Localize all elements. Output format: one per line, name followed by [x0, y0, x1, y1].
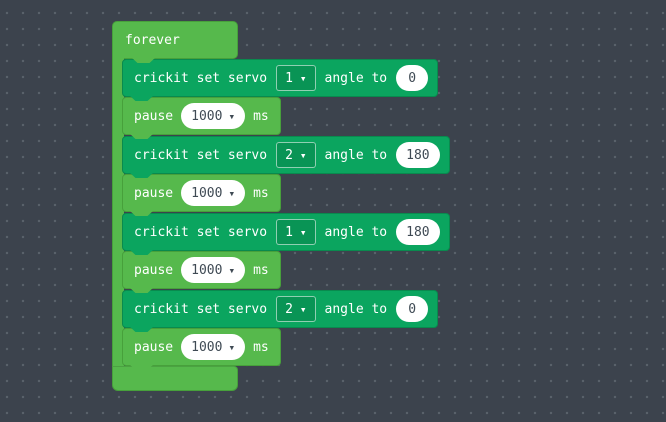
chevron-down-icon: ▾: [299, 148, 307, 162]
pause-duration-dropdown[interactable]: 1000 ▾: [181, 103, 246, 129]
servo-number-dropdown[interactable]: 1 ▾: [276, 65, 316, 91]
dropdown-value: 2: [285, 301, 293, 317]
pause-duration-dropdown[interactable]: 1000 ▾: [181, 334, 246, 360]
dropdown-value: 2: [285, 147, 293, 163]
dropdown-value: 1000: [191, 339, 223, 355]
block-label: angle to: [324, 224, 388, 240]
chevron-down-icon: ▾: [228, 340, 236, 354]
block-label: pause: [134, 262, 174, 278]
dropdown-value: 1000: [191, 185, 223, 201]
block-label: pause: [134, 185, 174, 201]
connector-tab: [129, 326, 154, 332]
pause-block[interactable]: pause 1000 ▾ ms: [122, 328, 281, 370]
block-label: ms: [253, 108, 269, 124]
connector-tab: [129, 95, 154, 101]
dropdown-value: 1: [285, 224, 293, 240]
chevron-down-icon: ▾: [299, 71, 307, 85]
pause-block[interactable]: pause 1000 ▾ ms: [122, 97, 281, 139]
connector-tab: [129, 287, 154, 293]
angle-value-input[interactable]: 0: [396, 296, 429, 322]
block-label: pause: [134, 108, 174, 124]
connector-tab: [129, 364, 154, 370]
crickit-set-servo-block[interactable]: crickit set servo 1 ▾ angle to 180: [122, 213, 450, 255]
block-label: ms: [253, 262, 269, 278]
angle-value-input[interactable]: 0: [396, 65, 429, 91]
block-label: angle to: [324, 147, 388, 163]
block-label: pause: [134, 339, 174, 355]
servo-number-dropdown[interactable]: 2 ▾: [276, 142, 316, 168]
block-label: ms: [253, 339, 269, 355]
forever-label: forever: [125, 32, 180, 48]
crickit-set-servo-block[interactable]: crickit set servo 2 ▾ angle to 180: [122, 136, 450, 178]
connector-tab: [129, 249, 154, 255]
chevron-down-icon: ▾: [228, 263, 236, 277]
connector-tab: [131, 57, 156, 63]
chevron-down-icon: ▾: [299, 302, 307, 316]
crickit-set-servo-block[interactable]: crickit set servo 2 ▾ angle to 0: [122, 290, 439, 332]
block-label: ms: [253, 185, 269, 201]
forever-block-spine: [112, 58, 124, 367]
block-label: crickit set servo: [134, 147, 268, 163]
pause-block[interactable]: pause 1000 ▾ ms: [122, 174, 281, 216]
block-label: crickit set servo: [134, 70, 268, 86]
crickit-set-servo-block[interactable]: crickit set servo 1 ▾ angle to 0: [122, 59, 439, 101]
connector-tab: [129, 172, 154, 178]
block-label: crickit set servo: [134, 224, 268, 240]
angle-value-input[interactable]: 180: [396, 142, 440, 168]
dropdown-value: 1000: [191, 262, 223, 278]
chevron-down-icon: ▾: [299, 225, 307, 239]
dropdown-value: 1000: [191, 108, 223, 124]
pause-duration-dropdown[interactable]: 1000 ▾: [181, 257, 246, 283]
chevron-down-icon: ▾: [228, 109, 236, 123]
dropdown-value: 1: [285, 70, 293, 86]
block-label: crickit set servo: [134, 301, 268, 317]
connector-tab: [129, 133, 154, 139]
chevron-down-icon: ▾: [228, 186, 236, 200]
angle-value-input[interactable]: 180: [396, 219, 440, 245]
block-label: angle to: [324, 301, 388, 317]
forever-block-footer: [112, 366, 238, 391]
pause-duration-dropdown[interactable]: 1000 ▾: [181, 180, 246, 206]
pause-block[interactable]: pause 1000 ▾ ms: [122, 251, 281, 293]
forever-block[interactable]: forever: [112, 21, 238, 63]
block-label: angle to: [324, 70, 388, 86]
servo-number-dropdown[interactable]: 1 ▾: [276, 219, 316, 245]
servo-number-dropdown[interactable]: 2 ▾: [276, 296, 316, 322]
connector-tab: [129, 210, 154, 216]
